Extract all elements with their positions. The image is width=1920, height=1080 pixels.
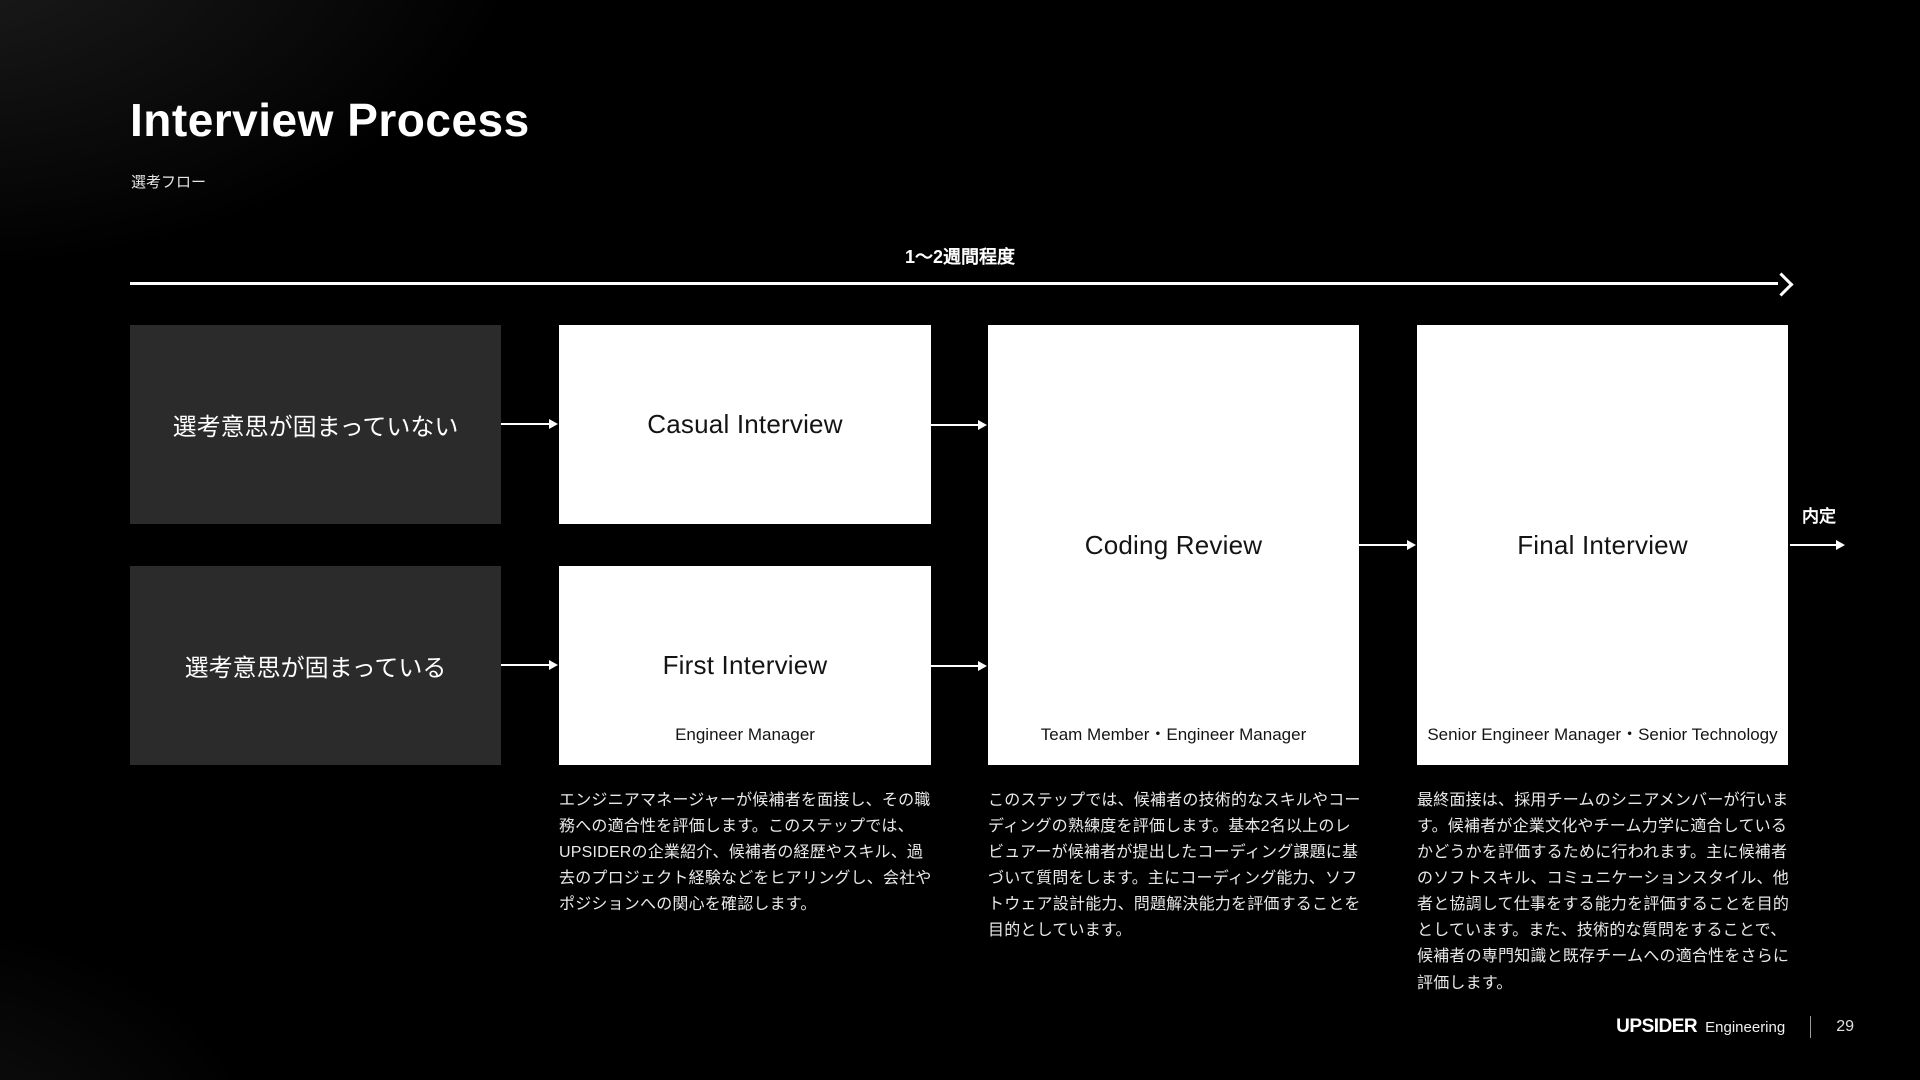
stage-title: Final Interview [1517,529,1688,560]
entry-box-decided: 選考意思が固まっている [130,566,501,765]
brand-logo: UPSIDER [1616,1016,1698,1037]
timeline-arrow [130,272,1794,297]
page-number: 29 [1836,1018,1854,1035]
brand-suffix: Engineering [1705,1018,1786,1036]
flow-arrow-casual-to-coding [931,420,987,430]
page-subtitle: 選考フロー [131,174,207,191]
stage-box-final-interview: Final Interview Senior Engineer Manager・… [1417,325,1788,765]
flow-arrow-final-to-offer [1790,540,1845,550]
footer-divider [1810,1016,1812,1038]
stage-interviewers: Team Member・Engineer Manager [1040,725,1307,744]
stage-description-final-interview: 最終面接は、採用チームのシニアメンバーが行います。候補者が企業文化やチーム力学に… [1417,792,1790,992]
stage-box-coding-review: Coding Review Team Member・Engineer Manag… [988,325,1359,765]
stage-interviewers: Engineer Manager [675,725,815,744]
flow-arrow-coding-to-final [1359,540,1416,550]
stage-title: Casual Interview [647,409,843,439]
stage-title: First Interview [662,650,828,680]
entry-box-undecided: 選考意思が固まっていない [130,325,501,524]
stage-description-coding-review: このステップでは、候補者の技術的なスキルやコーディングの熟練度を評価します。基本… [988,792,1361,940]
flow-arrow-first-to-coding [931,661,987,671]
page-title: Interview Process [130,94,530,146]
entry-box-label: 選考意思が固まっていない [172,414,459,441]
stage-title: Coding Review [1084,529,1263,560]
offer-label: 内定 [1802,507,1836,526]
stage-description-first-interview: エンジニアマネージャーが候補者を面接し、その職務への適合性を評価します。このステ… [559,792,932,914]
stage-box-first-interview: First Interview Engineer Manager [559,566,931,765]
slide-footer: UPSIDER Engineering 29 [1616,1016,1854,1038]
flow-arrow-decided-to-first [501,660,558,670]
flow-arrow-undecided-to-casual [501,419,558,429]
stage-interviewers: Senior Engineer Manager・Senior Technolog… [1427,725,1778,744]
timeline-duration-label: 1〜2週間程度 [904,247,1016,267]
stage-box-casual-interview: Casual Interview [559,325,931,524]
arrow-head-icon [1769,272,1794,297]
entry-box-label: 選考意思が固まっている [184,655,447,682]
